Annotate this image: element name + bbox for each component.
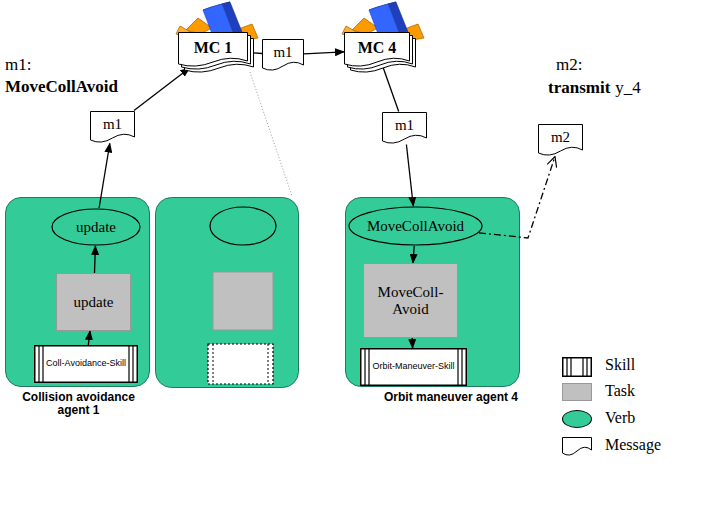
flow-arrow — [99, 144, 110, 209]
node-text: m1 — [395, 117, 414, 134]
verb-ellipse: MoveCollAvoid — [348, 206, 483, 246]
empty-agent — [156, 198, 299, 388]
message-center: MC 4 — [344, 32, 410, 68]
message-doc: m2 — [538, 124, 583, 157]
node-text: MC 4 — [358, 39, 397, 57]
legend-text: Skill — [605, 356, 635, 374]
flow-arrow — [383, 68, 398, 112]
node-text: m2 — [551, 129, 570, 146]
flow-arrow — [304, 52, 344, 54]
skill-box: Coll-Avoidance-Skill — [34, 345, 138, 383]
node-text: MoveCollAvoid — [367, 218, 464, 235]
message-doc: m1 — [382, 112, 427, 145]
node-text: update — [76, 219, 116, 236]
flow-arrow — [413, 246, 414, 263]
flow-arrow — [412, 338, 414, 348]
message-doc: m1 — [262, 39, 304, 72]
message-note: transmit — [548, 79, 610, 98]
agent-panel: Orbit maneuver agent 4MoveCollAvoidMoveC… — [345, 197, 520, 387]
agent-name: Orbit maneuver agent 4 — [384, 391, 519, 404]
legend-symbol — [562, 357, 592, 377]
legend-text: Message — [605, 436, 661, 454]
message-note: m2: — [556, 56, 582, 75]
node-text: update — [74, 294, 114, 311]
message-note: y_4 — [615, 79, 641, 98]
skill-box: Orbit-Maneuver-Skill — [360, 348, 467, 386]
legend-symbol — [562, 437, 592, 457]
flow-arrow — [479, 157, 555, 239]
node-text: m1 — [273, 44, 292, 61]
legend-text: Verb — [605, 409, 635, 427]
message-doc: m1 — [90, 111, 135, 144]
agent-panel: Collision avoidance agent 1updateupdateC… — [5, 197, 150, 387]
flow-arrow — [88, 331, 90, 345]
task-box: MoveColl- Avoid — [363, 263, 458, 338]
flow-arrow — [134, 68, 190, 111]
node-text: Orbit-Maneuver-Skill — [372, 362, 454, 372]
legend-text: Task — [605, 382, 635, 400]
node-text: MoveColl- Avoid — [363, 284, 458, 317]
legend-swatch — [562, 410, 592, 428]
task-box: update — [56, 273, 131, 331]
verb-ellipse: update — [51, 208, 141, 246]
message-note: m1: — [5, 56, 31, 75]
node-text: MC 1 — [194, 39, 233, 57]
flow-arrow — [94, 246, 96, 273]
legend-swatch — [562, 383, 592, 401]
flow-arrow — [406, 145, 413, 207]
agent-name: Collision avoidance agent 1 — [6, 391, 151, 417]
leader-line — [250, 72, 292, 196]
message-center: MC 1 — [178, 32, 248, 68]
node-text: Coll-Avoidance-Skill — [46, 359, 126, 369]
node-text: m1 — [103, 116, 122, 133]
flow-arrow — [248, 53, 262, 54]
message-note: MoveCollAvoid — [5, 78, 118, 97]
